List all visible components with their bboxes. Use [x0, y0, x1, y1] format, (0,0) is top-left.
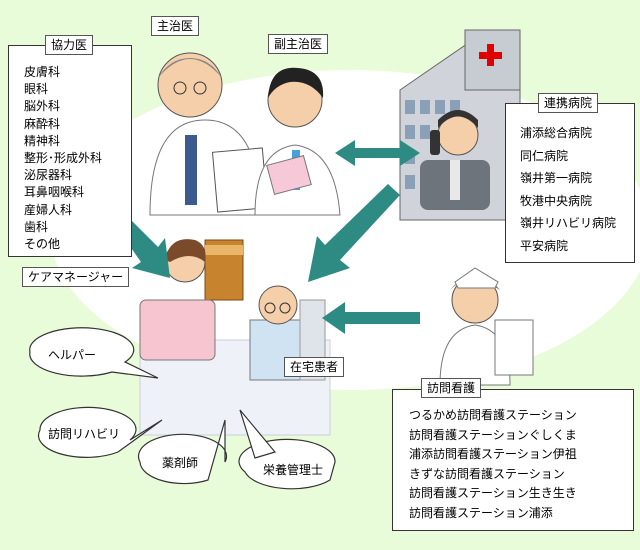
- list-item: 産婦人科: [24, 202, 102, 219]
- visiting-nursing-box: 訪問看護 つるかめ訪問看護ステーション 訪問看護ステーションぐしくま 浦添訪問看…: [392, 389, 634, 531]
- list-item: つるかめ訪問看護ステーション: [409, 406, 577, 426]
- list-item: 浦添総合病院: [520, 122, 616, 145]
- partner-hospitals-label: 連携病院: [538, 93, 598, 113]
- primary-doctor-label: 主治医: [151, 16, 199, 36]
- list-item: 麻酔科: [24, 116, 102, 133]
- list-item: 嶺井リハビリ病院: [520, 212, 616, 235]
- hospital-cross-h: [479, 52, 502, 59]
- list-item: 眼科: [24, 81, 102, 98]
- list-item: 訪問看護ステーション生き生き: [409, 484, 577, 504]
- list-item: 精神科: [24, 133, 102, 150]
- list-item: 嶺井第一病院: [520, 167, 616, 190]
- bubble-helper-text: ヘルパー: [48, 346, 96, 363]
- care-manager-label: ケアマネージャー: [22, 267, 129, 287]
- list-item: 同仁病院: [520, 145, 616, 168]
- list-item: 整形･形成外科: [24, 150, 102, 167]
- cooperating-doctor-label: 協力医: [45, 35, 93, 55]
- list-item: 平安病院: [520, 235, 616, 258]
- list-item: 浦添訪問看護ステーション伊祖: [409, 445, 577, 465]
- partner-hospitals-box: 連携病院 浦添総合病院 同仁病院 嶺井第一病院 牧港中央病院 嶺井リハビリ病院 …: [505, 103, 635, 263]
- nursing-station-list: つるかめ訪問看護ステーション 訪問看護ステーションぐしくま 浦添訪問看護ステーシ…: [409, 406, 577, 523]
- list-item: その他: [24, 236, 102, 253]
- list-item: 訪問看護ステーションぐしくま: [409, 426, 577, 446]
- specialty-list: 皮膚科 眼科 脳外科 麻酔科 精神科 整形･形成外科 泌尿器科 耳鼻咽喉科 産婦…: [24, 64, 102, 253]
- cooperating-doctor-box: 協力医 皮膚科 眼科 脳外科 麻酔科 精神科 整形･形成外科 泌尿器科 耳鼻咽喉…: [8, 45, 132, 257]
- home-patient-label: 在宅患者: [284, 357, 344, 377]
- list-item: 皮膚科: [24, 64, 102, 81]
- list-item: 訪問看護ステーション浦添: [409, 504, 577, 524]
- list-item: 耳鼻咽喉科: [24, 184, 102, 201]
- list-item: 牧港中央病院: [520, 190, 616, 213]
- list-item: 泌尿器科: [24, 167, 102, 184]
- visiting-nursing-label: 訪問看護: [421, 378, 481, 398]
- hospital-list: 浦添総合病院 同仁病院 嶺井第一病院 牧港中央病院 嶺井リハビリ病院 平安病院: [520, 122, 616, 257]
- list-item: 歯科: [24, 219, 102, 236]
- bubble-rehab-text: 訪問リハビリ: [48, 425, 120, 442]
- list-item: 脳外科: [24, 98, 102, 115]
- bubble-pharmacist-text: 薬剤師: [162, 454, 198, 471]
- bubble-nutritionist-text: 栄養管理士: [263, 461, 323, 478]
- sub-doctor-label: 副主治医: [268, 34, 328, 54]
- list-item: きずな訪問看護ステーション: [409, 465, 577, 485]
